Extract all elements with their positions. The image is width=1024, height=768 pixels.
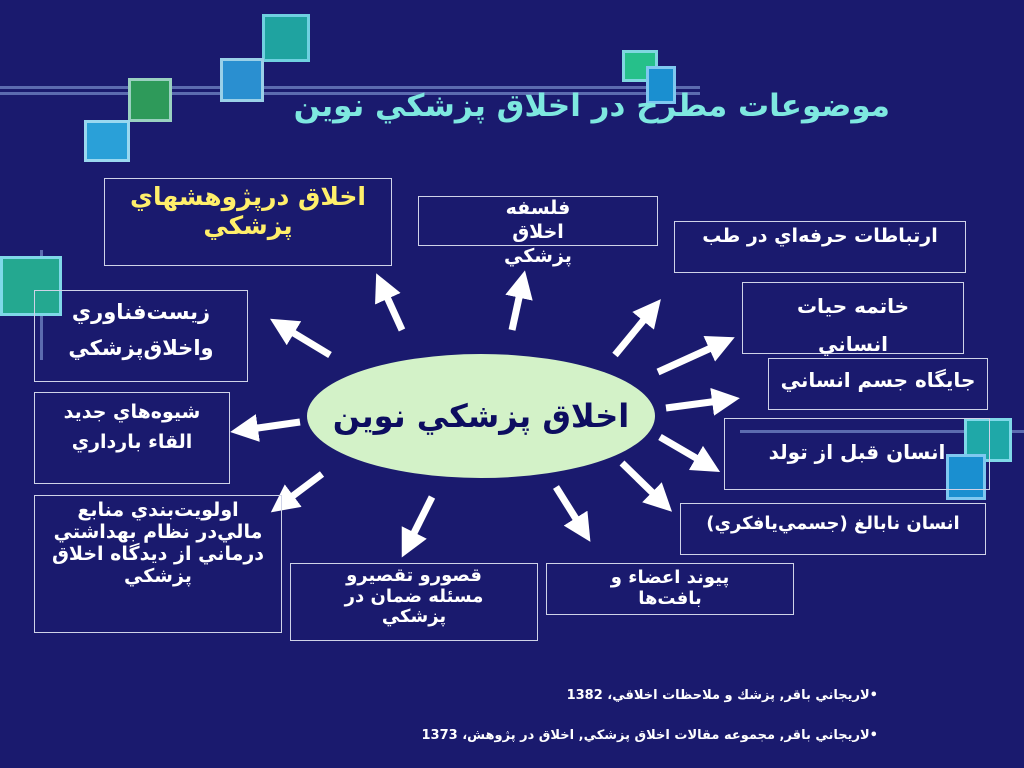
topic-malpractice: قصورو تقصيرو مسئله ضمان در پزشكي: [290, 563, 538, 641]
arrow-end-of-life: [656, 336, 735, 376]
arrow-reproduction: [230, 414, 301, 442]
decor-square: [646, 66, 676, 104]
topic-biotech: زيست‌فناوري واخلاق‌پزشكي: [34, 290, 248, 382]
arrow-resources: [270, 471, 325, 513]
topic-before-birth: انسان قبل از تولد: [724, 418, 990, 490]
arrow-malpractice: [401, 495, 436, 558]
topic-reproduction: شيوه‌هاي جديد القاء بارداري: [34, 392, 230, 484]
decor-square: [0, 256, 62, 316]
decor-line-right: [740, 430, 1024, 433]
topic-research: اخلاق درپژوهشهاي پزشكي: [104, 178, 392, 266]
decor-square: [262, 14, 310, 62]
arrow-before-birth: [658, 433, 721, 473]
arrow-professional: [612, 299, 661, 358]
center-ellipse: [307, 354, 655, 478]
arrow-body: [665, 387, 740, 416]
topic-professional: ارتباطات حرفه‌اي در طب: [674, 221, 966, 273]
topic-body: جايگاه جسم انساني: [768, 358, 988, 410]
decor-line-top-2: [0, 92, 700, 95]
topic-philosophy: فلسفه اخلاق پزشكي: [418, 196, 658, 267]
decor-square: [128, 78, 172, 122]
reference-2: •لاريجاني باقر, مجموعه مقالات اخلاق پزشك…: [421, 728, 878, 743]
topic-resources: اولويت‌بندي منابع مالي‌در نظام بهداشتي د…: [34, 495, 282, 633]
arrow-immature: [619, 460, 673, 512]
arrow-biotech: [270, 318, 332, 358]
decor-square: [220, 58, 264, 102]
arrow-philosophy: [505, 270, 533, 331]
topic-end-of-life: خاتمه حيات انساني: [742, 282, 964, 356]
page-title: موضوعات مطرح در اخلاق پزشكي نوين: [293, 88, 890, 124]
topic-transplant: پيوند اعضاء و بافت‌ها: [546, 563, 794, 615]
decor-square: [946, 454, 986, 500]
center-label: اخلاق پزشكي نوين: [332, 397, 630, 435]
arrow-transplant: [553, 485, 591, 542]
arrow-research: [375, 273, 406, 332]
decor-square: [84, 120, 130, 162]
topic-immature: انسان نابالغ (جسمي‌يافكري): [680, 503, 986, 555]
decor-line-top: [0, 86, 700, 89]
reference-1: •لاريجاني باقر, پزشك و ملاحظات اخلاقي، 1…: [566, 688, 878, 703]
